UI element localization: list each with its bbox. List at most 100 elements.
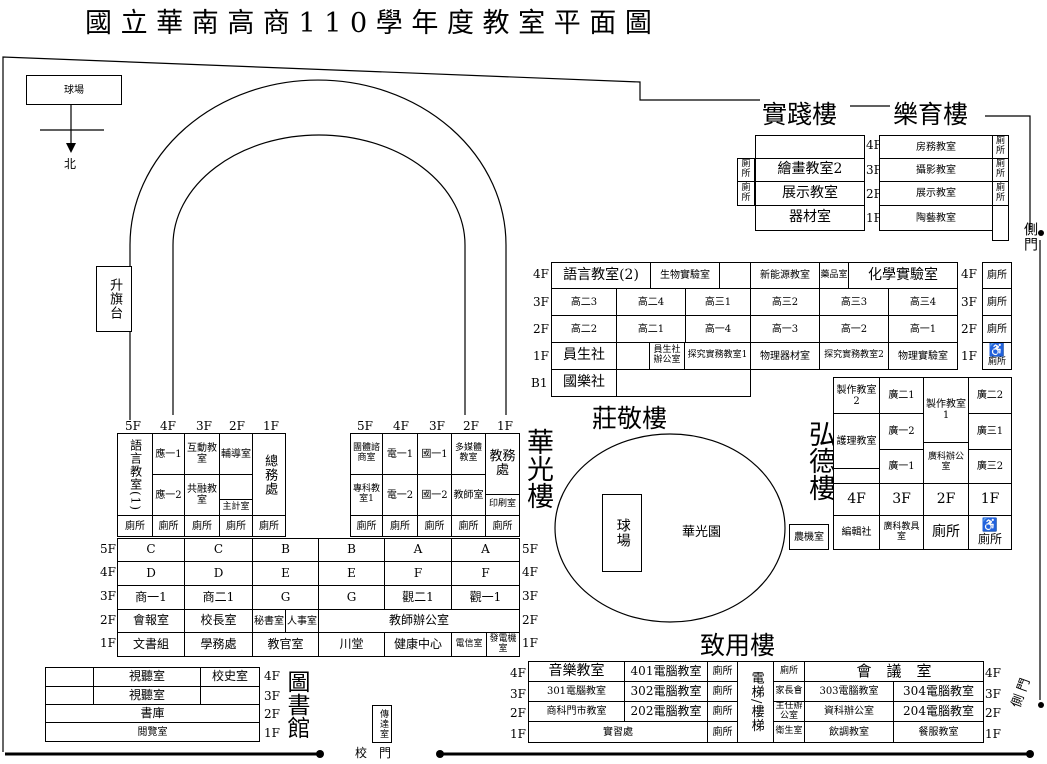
hge-multimedia: 多媒體教室 (451, 433, 486, 475)
hgs-floor-1f-l: 1F (100, 636, 116, 650)
lib-3f-blank2 (200, 686, 260, 705)
zy-elevator-stairs: 電梯/樓梯 (737, 661, 774, 743)
zj-1f-inquiry-1: 探究實務教室1 (684, 342, 751, 370)
zy-3f-303: 303電腦教室 (804, 681, 894, 702)
hge-floor-1f: 1F (497, 419, 513, 433)
hgs-floor-3f-r: 3F (522, 589, 538, 603)
zj-1f-blank (616, 342, 650, 370)
lib-4f-av: 視聽室 (93, 667, 201, 687)
hgs-3f-3: G (252, 585, 319, 610)
guard-room: 傳達室 (372, 705, 392, 743)
zy-1f-catering: 餐服教室 (893, 721, 984, 743)
hongde-building-name: 弘德樓 (804, 420, 835, 501)
hd-guang2-1: 廣二1 (879, 377, 924, 414)
hgs-floor-5f-r: 5F (522, 542, 538, 556)
lib-floor-4f: 4F (264, 669, 280, 683)
zj-3f-room-6: 高三4 (888, 288, 958, 316)
shijian-4f (755, 135, 865, 159)
shijian-3f: 繪畫教室2 (755, 158, 865, 182)
hgw-floor-2f: 2F (229, 419, 245, 433)
hgw-floor-5f: 5F (125, 419, 141, 433)
hgs-4f-1: D (117, 561, 185, 586)
hd-floor-1f: 1F (968, 483, 1012, 516)
hgs-1f-3: 教官室 (252, 632, 319, 657)
hgs-5f-4: B (318, 538, 385, 562)
hgs-2f-3: 秘書室 (252, 609, 286, 633)
legend-field: 球場 (26, 75, 122, 105)
zj-1f-physics-equip: 物理器材室 (750, 342, 820, 370)
zy-1f-beverage: 飲調教室 (804, 721, 894, 743)
hge-special-1: 專科教室1 (350, 474, 383, 516)
zj-3f-room-4: 高三2 (750, 288, 820, 316)
hgw-ying1-1: 應一1 (152, 433, 185, 475)
yueyu-4f: 房務教室 (879, 135, 993, 159)
yueyu-1f: 陶藝教室 (879, 205, 993, 231)
zy-3f-301: 301電腦教室 (528, 681, 625, 702)
shijian-floor-1f: 1F (866, 211, 882, 225)
shijian-1f: 器材室 (755, 205, 865, 231)
zj-floor-3f: 3F (533, 295, 549, 309)
hd-accessible-label: 廁所 (977, 532, 1002, 547)
lib-4f-blank (45, 667, 94, 687)
zj-2f-restroom: 廁所 (982, 315, 1012, 343)
hgw-floor-4f: 4F (160, 419, 176, 433)
lib-1f-reading: 閱覽室 (45, 722, 260, 742)
north-label: 北 (64, 157, 77, 171)
hge-printing: 印刷室 (485, 494, 520, 516)
hgs-floor-4f-l: 4F (100, 565, 116, 579)
hge-floor-5f: 5F (357, 419, 373, 433)
zy-3f-302: 302電腦教室 (624, 681, 708, 702)
zj-2f-floor-r: 2F (961, 322, 977, 336)
hgw-accounting: 主計室 (219, 499, 253, 516)
zj-1f-inquiry-2: 探究實務教室2 (819, 342, 889, 370)
zj-3f-floor-r: 3F (961, 295, 977, 309)
hd-restroom: 廁所 (923, 515, 969, 550)
zy-2f-store: 商科門市教室 (528, 701, 625, 722)
zy-2f-director: 主任辦公室 (773, 701, 805, 722)
zj-4f-floor-r: 4F (961, 267, 977, 281)
hgs-1f-1: 文書組 (117, 632, 185, 657)
zy-2f-202: 202電腦教室 (624, 701, 708, 722)
hd-guang-teaching-aids: 廣科教具室 (879, 515, 924, 550)
hge-guo1-1: 國一1 (417, 433, 452, 475)
hgw-restroom-2: 廁所 (152, 515, 185, 537)
lib-2f-stacks: 書庫 (45, 704, 260, 723)
zy-1f-restroom: 廁所 (707, 721, 738, 743)
zy-floor-2f: 2F (510, 706, 526, 720)
wheelchair-icon: ♿ (981, 517, 999, 533)
zy-3f-restroom: 廁所 (707, 681, 738, 702)
shijian-2f: 展示教室 (755, 181, 865, 206)
hg-court: 球場 (602, 494, 642, 572)
hgs-5f-3: B (252, 538, 319, 562)
hgw-restroom-3: 廁所 (184, 515, 220, 537)
hg-field: 華光園 (682, 525, 722, 540)
lib-3f-blank (45, 686, 94, 705)
zj-2f-room-3: 高一4 (685, 315, 751, 343)
zy-2f-restroom: 廁所 (707, 701, 738, 722)
hgs-floor-1f-r: 1F (522, 636, 538, 650)
zj-3f-room-5: 高三3 (819, 288, 889, 316)
zj-4f-restroom: 廁所 (982, 262, 1012, 289)
lib-floor-1f: 1F (264, 726, 280, 740)
hgs-3f-1: 商一1 (117, 585, 185, 610)
zj-4f-language: 語言教室(2) (551, 262, 651, 289)
zj-b1-blank (616, 369, 751, 397)
zy-3f-parents: 家長會 (773, 681, 805, 702)
zj-2f-room-2: 高二1 (616, 315, 686, 343)
shijian-building-name: 實踐樓 (762, 100, 838, 129)
hd-guang2-2: 廣二2 (968, 377, 1012, 414)
shijian-restroom-2f: 廁所 (737, 181, 755, 206)
hgs-2f-2: 校長室 (184, 609, 253, 633)
zj-1f-coop: 員生社 (551, 342, 617, 370)
zy-floor-1f-r: 1F (985, 727, 1001, 741)
hge-teachers-room: 教師室 (451, 474, 486, 516)
hgw-restroom-4: 廁所 (219, 515, 253, 537)
zy-floor-2f-r: 2F (985, 706, 1001, 720)
hgs-2f-5: 教師辦公室 (318, 609, 520, 633)
zj-4f-new-energy: 新能源教室 (750, 262, 820, 289)
hge-restroom-5: 廁所 (485, 515, 520, 537)
hgs-floor-4f-r: 4F (522, 565, 538, 579)
hge-restroom-2: 廁所 (382, 515, 418, 537)
zj-4f-biology: 生物實驗室 (650, 262, 720, 289)
zj-3f-room-2: 高二4 (616, 288, 686, 316)
